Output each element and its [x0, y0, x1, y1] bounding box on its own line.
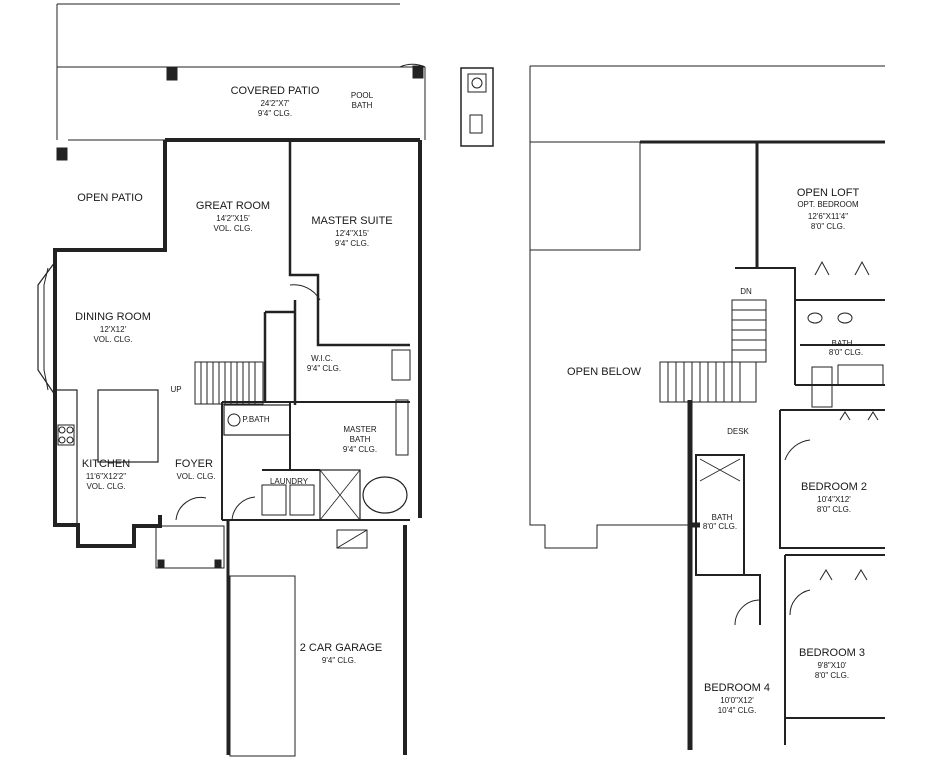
master-bath-label-1: MASTER [343, 425, 377, 434]
wic-label: W.I.C. [311, 354, 333, 363]
master-bath-clg: 9'4" CLG. [343, 445, 377, 454]
open-patio-label: OPEN PATIO [77, 192, 143, 204]
open-loft-sub: OPT. BEDROOM [797, 200, 859, 209]
bedroom3-dim: 9'8"X10' [817, 661, 847, 670]
pbath-label: P.BATH [242, 415, 269, 424]
garage-label: 2 CAR GARAGE [300, 642, 383, 654]
second-floor-labels: OPEN LOFT OPT. BEDROOM 12'6"X11'4" 8'0" … [567, 187, 867, 715]
pool-bath-label-2: BATH [352, 101, 373, 110]
dining-room-label: DINING ROOM [75, 311, 151, 323]
dining-room-clg: VOL. CLG. [93, 335, 132, 344]
stair-dn-label: DN [740, 287, 752, 296]
mid-bath-label: BATH [712, 513, 733, 522]
wic-clg: 9'4" CLG. [307, 364, 341, 373]
dining-room-dim: 12'X12' [100, 325, 127, 334]
stair-up-label: UP [170, 385, 181, 394]
great-room-clg: VOL. CLG. [213, 224, 252, 233]
covered-patio-label: COVERED PATIO [231, 85, 320, 97]
upper-bath-label: BATH [832, 339, 853, 348]
master-suite-clg: 9'4" CLG. [335, 239, 369, 248]
open-loft-label: OPEN LOFT [797, 187, 860, 199]
open-loft-clg: 8'0" CLG. [811, 222, 845, 231]
first-floor-labels: COVERED PATIO 24'2"X7' 9'4" CLG. POOL BA… [75, 85, 393, 665]
bedroom2-dim: 10'4"X12' [817, 495, 851, 504]
pool-bath-label-1: POOL [351, 91, 374, 100]
kitchen-dim: 11'6"X12'2" [86, 472, 126, 481]
bedroom3-clg: 8'0" CLG. [815, 671, 849, 680]
garage-clg: 9'4" CLG. [322, 656, 356, 665]
master-suite-dim: 12'4"X15' [335, 229, 369, 238]
bedroom4-clg: 10'4" CLG. [718, 706, 757, 715]
second-floor-plan [529, 65, 885, 750]
open-below-label: OPEN BELOW [567, 366, 642, 378]
desk-label: DESK [727, 427, 749, 436]
master-bath-label-2: BATH [350, 435, 371, 444]
great-room-dim: 14'2"X15' [216, 214, 250, 223]
master-suite-label: MASTER SUITE [311, 215, 392, 227]
bedroom2-label: BEDROOM 2 [801, 481, 867, 493]
bedroom2-clg: 8'0" CLG. [817, 505, 851, 514]
great-room-label: GREAT ROOM [196, 200, 270, 212]
open-loft-dim: 12'6"X11'4" [808, 212, 848, 221]
upper-bath-clg: 8'0" CLG. [829, 348, 863, 357]
foyer-label: FOYER [175, 458, 213, 470]
bedroom4-label: BEDROOM 4 [704, 682, 770, 694]
laundry-label: LAUNDRY [270, 477, 309, 486]
bedroom4-dim: 10'0"X12' [720, 696, 754, 705]
bedroom3-label: BEDROOM 3 [799, 647, 865, 659]
foyer-clg: VOL. CLG. [176, 472, 215, 481]
first-floor-plan [37, 3, 494, 757]
mid-bath-clg: 8'0" CLG. [703, 522, 737, 531]
covered-patio-clg: 9'4" CLG. [258, 109, 292, 118]
kitchen-label: KITCHEN [82, 458, 130, 470]
covered-patio-dim: 24'2"X7' [260, 99, 290, 108]
kitchen-clg: VOL. CLG. [86, 482, 125, 491]
